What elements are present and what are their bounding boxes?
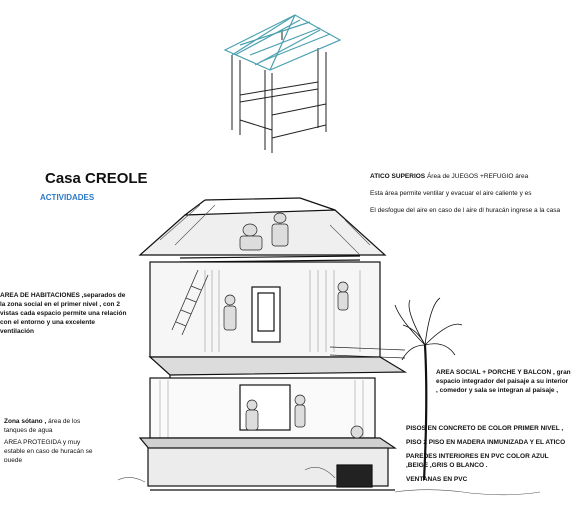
atico-line2: El desfogue del aire en caso de l aire d… [370,207,561,214]
sotano-lead: área de los tanques de agua [4,418,81,434]
materials-line4: VENTANAS EN PVC [406,476,468,483]
page-title: Casa CREOLE [45,170,148,187]
page-subtitle: ACTIVIDADES [40,193,95,202]
sotano-note: Zona sótano , área de los tanques de agu… [4,417,102,462]
atico-line1: Esta área permite ventilar y evacuar el … [370,190,532,197]
social-note: AREA SOCIAL + PORCHE Y BALCON , gran esp… [436,369,571,394]
materials-line1: PISOS EN CONCRETO DE COLOR PRIMER NIVEL … [406,425,564,432]
sotano-line2: AREA PROTEGIDA y muy estable en caso de … [4,439,93,462]
materials-line3: PAREDES INTERIORES EN PVC COLOR AZUL ,BE… [406,453,549,469]
atico-heading: ATICO SUPERIOS [370,173,426,180]
materials-note: PISOS EN CONCRETO DE COLOR PRIMER NIVEL … [406,424,566,484]
habitaciones-note: AREA DE HABITACIONES ,separados de la zo… [0,292,127,335]
atico-note: ATICO SUPERIOS Área de JUEGOS +REFUGIO á… [370,172,570,215]
sotano-heading: Zona sótano , [4,418,47,425]
atico-lead: Área de JUEGOS +REFUGIO área [426,173,529,180]
materials-line2: PISO 2 PISO EN MADERA INMUNIZADA Y EL AT… [406,439,566,446]
